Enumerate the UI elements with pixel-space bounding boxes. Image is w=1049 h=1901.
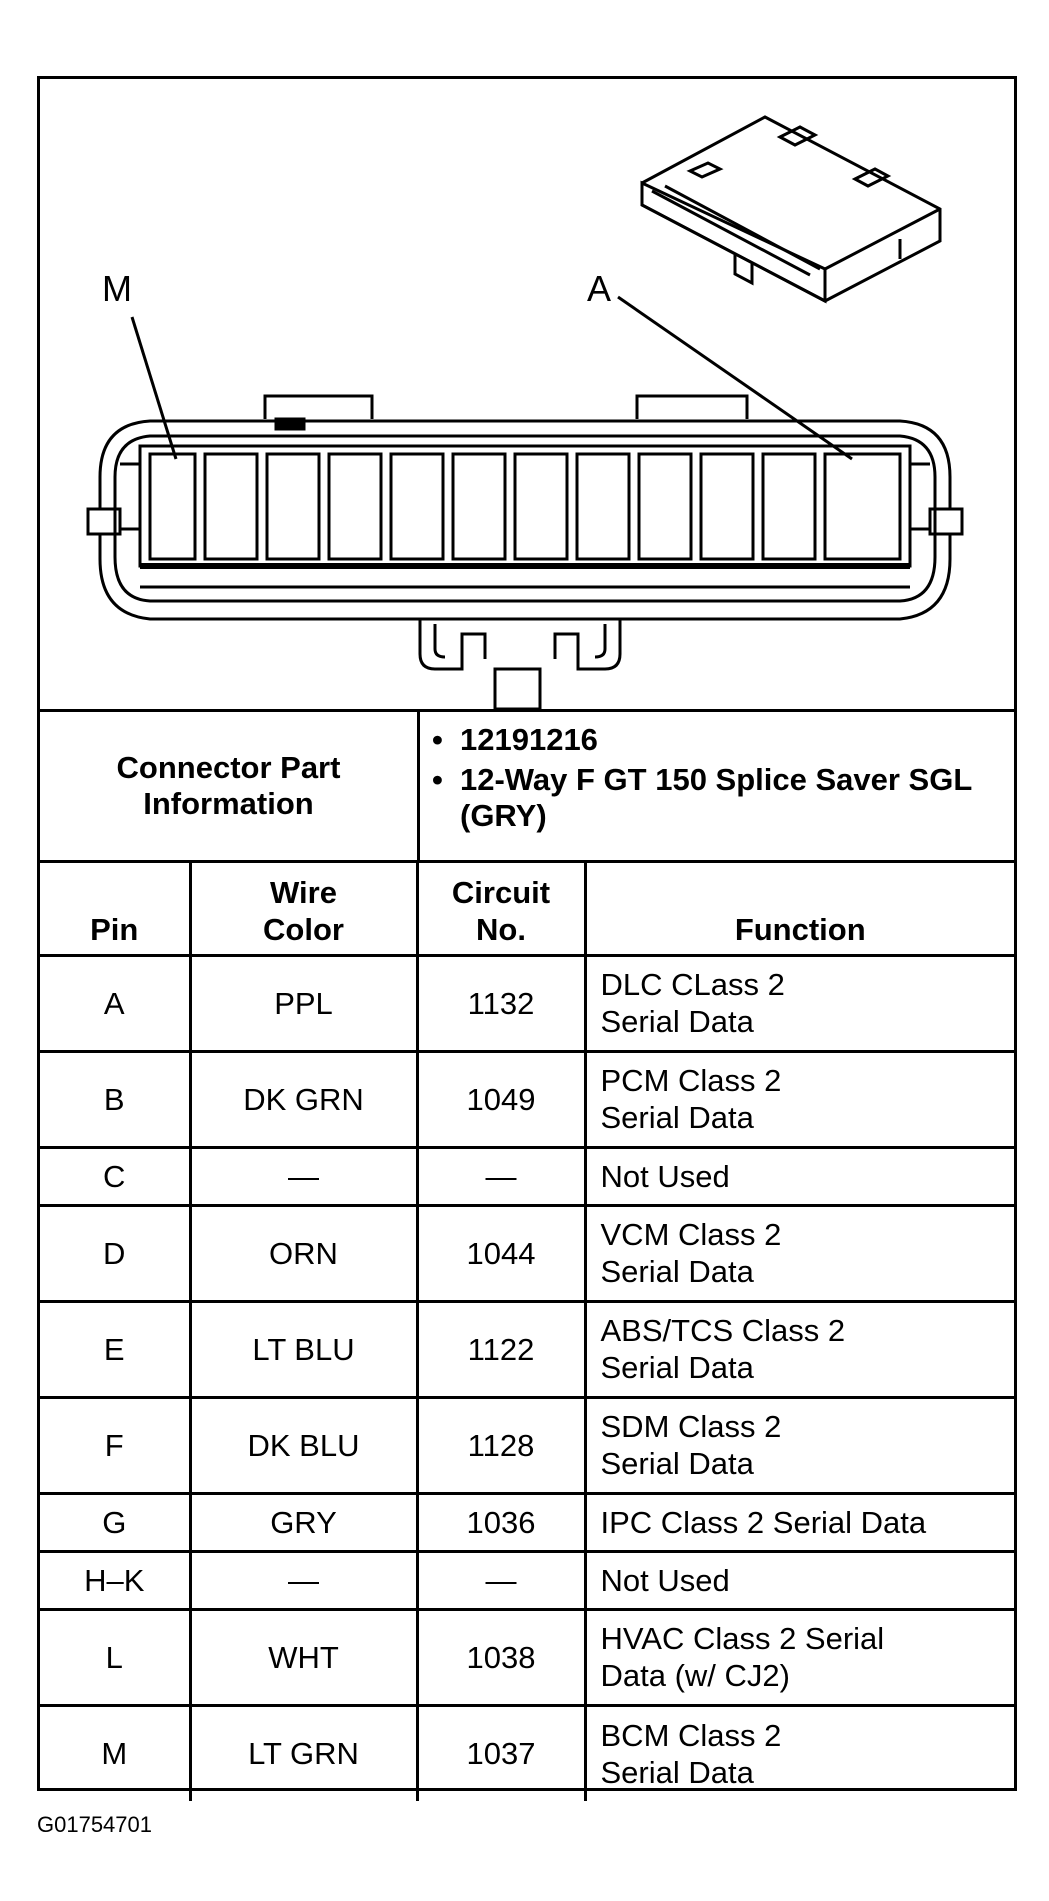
wire-color-cell: — xyxy=(188,1549,419,1611)
header-wire-color: Wire Color xyxy=(188,860,419,957)
connector-drawing: M A xyxy=(40,79,1014,712)
circuit-cell: 1037 xyxy=(415,1703,587,1801)
circuit-cell: — xyxy=(415,1549,587,1611)
pin-cell: B xyxy=(40,1049,192,1149)
function-cell: IPC Class 2 Serial Data xyxy=(583,1491,1014,1553)
function-line: PCM Class 2 xyxy=(600,1063,782,1098)
table-row: C——Not Used xyxy=(40,1145,1014,1207)
circuit-cell: 1044 xyxy=(415,1203,587,1303)
circuit-cell: 1122 xyxy=(415,1299,587,1399)
info-label-line1: Connector Part xyxy=(116,750,341,785)
pin-cell: H–K xyxy=(40,1549,192,1611)
circuit-cell: 1036 xyxy=(415,1491,587,1553)
pin-m-label: M xyxy=(102,268,132,309)
bottom-lock-left xyxy=(418,619,487,671)
connector-part-info: Connector Part Information 12191216 12-W… xyxy=(40,712,1014,863)
pin-cell: L xyxy=(40,1607,192,1707)
circuit-cell: 1128 xyxy=(415,1395,587,1495)
circuit-cell: — xyxy=(415,1145,587,1207)
function-line: HVAC Class 2 Serial xyxy=(600,1621,885,1656)
bottom-post xyxy=(493,667,542,709)
pin-cell: G xyxy=(40,1491,192,1553)
function-line: DLC CLass 2 xyxy=(600,967,785,1002)
connector-outer-shell xyxy=(98,419,952,509)
function-line: VCM Class 2 xyxy=(600,1217,782,1252)
function-line: IPC Class 2 Serial Data xyxy=(600,1504,927,1540)
pin-cell: C xyxy=(40,1145,192,1207)
pin-cavities xyxy=(148,452,902,561)
part-number: 12191216 xyxy=(420,722,1010,758)
wire-color-cell: DK GRN xyxy=(188,1049,419,1149)
function-line: Serial Data xyxy=(600,1100,754,1135)
pin-cell: D xyxy=(40,1203,192,1303)
function-cell: Not Used xyxy=(583,1549,1014,1611)
top-latch-right xyxy=(635,394,749,419)
figure-code: G01754701 xyxy=(37,1812,152,1837)
function-line: Serial Data xyxy=(600,1350,754,1385)
wire-color-cell: PPL xyxy=(188,953,419,1053)
wire-color-cell: DK BLU xyxy=(188,1395,419,1495)
function-line: Serial Data xyxy=(600,1446,754,1481)
connector-part-info-label: Connector Part Information xyxy=(40,712,420,860)
diagram-frame: M A Connector Part Information 12191216 … xyxy=(37,76,1017,1801)
header-circuit: Circuit No. xyxy=(415,860,587,957)
pin-a-label: A xyxy=(587,268,611,309)
wire-color-cell: GRY xyxy=(188,1491,419,1553)
pin-cell: A xyxy=(40,953,192,1053)
connector-description: 12-Way F GT 150 Splice Saver SGL (GRY) xyxy=(420,762,1010,834)
header-pin: Pin xyxy=(40,860,192,957)
circuit-cell: 1038 xyxy=(415,1607,587,1707)
connector-isometric-view xyxy=(640,115,942,304)
circuit-cell: 1049 xyxy=(415,1049,587,1149)
table-row: H–K——Not Used xyxy=(40,1549,1014,1611)
function-line: Serial Data xyxy=(600,1254,754,1289)
function-line: ABS/TCS Class 2 xyxy=(600,1313,846,1348)
function-cell: Not Used xyxy=(583,1145,1014,1207)
function-line: Serial Data xyxy=(600,1004,754,1039)
leader-line-a xyxy=(617,295,853,461)
function-line: SDM Class 2 xyxy=(600,1409,782,1444)
top-latch-left xyxy=(263,394,374,419)
function-line: Data (w/ CJ2) xyxy=(600,1658,790,1693)
info-label-line2: Information xyxy=(143,786,314,821)
header-function: Function xyxy=(583,860,1014,957)
bottom-lock-right xyxy=(553,619,622,671)
function-line: Not Used xyxy=(600,1158,730,1194)
table-header-row: Pin Wire Color Circuit No. Function xyxy=(40,860,1014,957)
wire-color-cell: ORN xyxy=(188,1203,419,1303)
circuit-cell: 1132 xyxy=(415,953,587,1053)
pin-cell: M xyxy=(40,1703,192,1801)
function-line: BCM Class 2 xyxy=(600,1717,782,1753)
pin-cell: F xyxy=(40,1395,192,1495)
function-line: Serial Data xyxy=(600,1754,754,1790)
wire-color-cell: — xyxy=(188,1145,419,1207)
function-line: Not Used xyxy=(600,1562,730,1598)
wire-color-cell: LT GRN xyxy=(188,1703,419,1801)
connector-illustration: M A xyxy=(86,115,964,709)
wire-color-cell: LT BLU xyxy=(188,1299,419,1399)
connector-part-list: 12191216 12-Way F GT 150 Splice Saver SG… xyxy=(420,722,1010,838)
wire-color-cell: WHT xyxy=(188,1607,419,1707)
pin-cell: E xyxy=(40,1299,192,1399)
